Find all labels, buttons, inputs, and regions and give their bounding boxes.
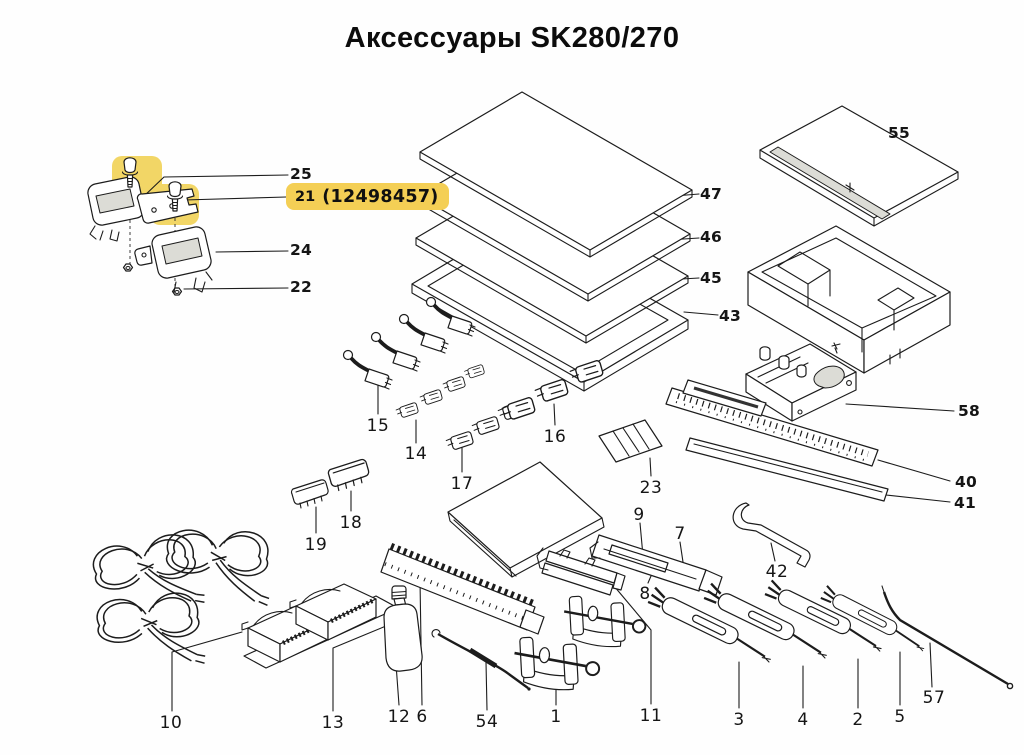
part-label-11: 11 — [639, 706, 663, 726]
part-label-12: 12 — [387, 707, 411, 727]
part-drawing-sheets — [411, 91, 693, 392]
part-drawing-8-rails — [536, 547, 626, 596]
part-label-54: 54 — [475, 712, 499, 732]
part-label-22: 22 — [290, 278, 312, 296]
part-label-40: 40 — [955, 473, 977, 491]
part-drawing-54 — [431, 629, 531, 691]
part-drawing-19 — [290, 479, 329, 509]
part-label-16: 16 — [543, 427, 567, 447]
part-drawing-58 — [745, 343, 857, 422]
part-label-7: 7 — [674, 524, 686, 544]
part-label-3: 3 — [733, 710, 745, 730]
part-label-25: 25 — [290, 165, 312, 183]
part-label-1: 1 — [550, 707, 562, 727]
part-label-8: 8 — [639, 584, 651, 604]
part-label-10: 10 — [159, 713, 183, 733]
part-label-15: 15 — [366, 416, 390, 436]
part-drawing-11-clamp — [560, 593, 649, 651]
part-drawing-16 — [501, 360, 604, 420]
part-drawing-6 — [380, 542, 545, 635]
part-drawing-booklet — [447, 461, 605, 578]
part-label-47: 47 — [700, 185, 722, 203]
part-label-14: 14 — [404, 444, 428, 464]
part-label-41: 41 — [954, 494, 976, 512]
part-drawing-42 — [732, 502, 811, 568]
part-badge-21-number: 21 — [295, 188, 316, 205]
part-drawing-10 — [89, 524, 276, 670]
part-label-2: 2 — [852, 710, 864, 730]
part-drawing-14 — [395, 364, 485, 418]
part-label-46: 46 — [700, 228, 722, 246]
part-drawing-tension-units — [87, 157, 213, 296]
part-drawing-12 — [383, 585, 423, 672]
part-label-13: 13 — [321, 713, 345, 733]
page-title: Аксессуары SK280/270 — [344, 22, 680, 54]
part-drawing-57 — [881, 585, 1014, 690]
part-label-6: 6 — [416, 707, 428, 727]
part-badge-21-code: (12498457) — [322, 186, 439, 207]
part-drawing-23 — [598, 419, 663, 463]
part-label-9: 9 — [633, 505, 645, 525]
part-label-58: 58 — [958, 402, 980, 420]
part-drawing-40-41 — [665, 379, 889, 502]
part-drawing-18 — [327, 458, 370, 492]
part-label-43: 43 — [719, 307, 741, 325]
part-label-18: 18 — [339, 513, 363, 533]
part-label-17: 17 — [450, 474, 474, 494]
part-label-19: 19 — [304, 535, 328, 555]
part-drawing-55-case — [747, 105, 959, 374]
part-label-4: 4 — [797, 710, 809, 730]
part-label-55: 55 — [888, 124, 910, 142]
part-label-45: 45 — [700, 269, 722, 287]
part-drawing-1-clamp — [510, 634, 603, 694]
part-label-5: 5 — [894, 707, 906, 727]
part-label-23: 23 — [639, 478, 663, 498]
part-badge-21: 21 (12498457) — [286, 183, 449, 210]
part-label-24: 24 — [290, 241, 312, 259]
part-label-57: 57 — [922, 688, 946, 708]
part-drawing-15 — [341, 295, 477, 391]
part-drawing-7-bar — [589, 534, 723, 596]
part-label-42: 42 — [765, 562, 789, 582]
